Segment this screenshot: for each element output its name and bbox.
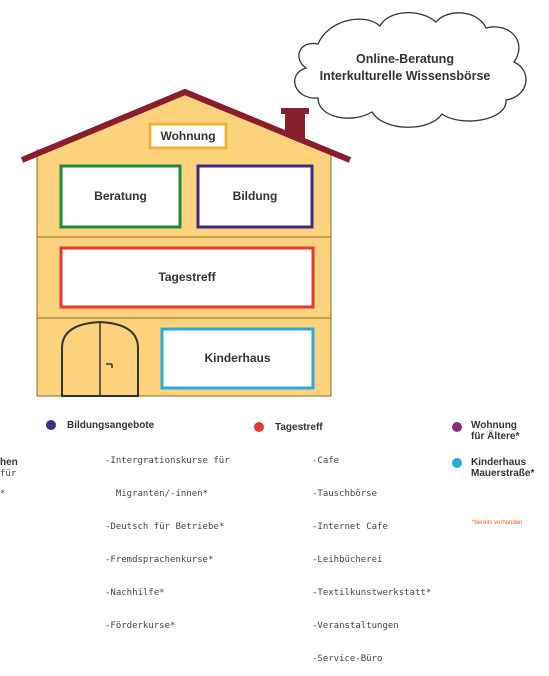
legend-left-cut-head: hen [0,457,18,468]
kinderhaus-label: Kinderhaus [204,351,271,365]
cloud-line-2: Interkulturelle Wissensbörse [319,69,491,83]
list-item: -Veranstaltungen [312,621,399,631]
cloud-shape [294,11,527,128]
cloud-line-1: Online-Beratung [356,52,454,66]
cloud-text: Online-Beratung Interkulturelle Wissensb… [300,51,510,85]
list-item: -Intergrationskurse für [105,456,230,466]
house-diagram [20,11,527,397]
tagestreff-title: Tagestreff [275,422,323,433]
wohnung-legend-line-2: für Ältere* [471,431,520,442]
kinderhaus-legend-line-1: Kinderhaus [471,457,527,468]
list-item: -Nachhilfe* [105,588,165,598]
tagestreff-box [59,246,315,309]
wohnung-box [148,122,228,150]
wohnung-legend-text: Wohnung für Ältere* [471,420,519,442]
list-item: -Cafe [312,456,340,466]
tagestreff-label: Tagestreff [158,270,216,284]
bildungsangebote-title: Bildungsangebote [67,420,155,431]
beratung-label: Beratung [94,189,147,203]
footnote: *bereits vorhanden [472,520,523,526]
list-item: -Förderkurse* [105,621,176,631]
wohnung-legend-line-1: Wohnung [471,420,517,431]
list-item: -Fremdsprachenkurse* [105,555,214,565]
list-item: -Tauschbörse [312,489,378,499]
legend-left-cut-star: * [0,489,6,499]
wohnung-legend-dot [452,422,462,432]
kinderhaus-legend-text: Kinderhaus Mauerstraße* [471,457,534,479]
legend-left-cut-item: für [0,469,17,479]
kinderhaus-legend-dot [452,458,462,468]
kinderhaus-legend-line-2: Mauerstraße* [471,468,535,479]
list-item: -Deutsch für Betriebe* [105,522,225,532]
list-item: Migranten/-innen* [105,489,208,499]
roof [20,88,352,163]
chimney-cap [281,108,309,114]
list-item: -Service-Büro [312,654,383,664]
wohnung-label: Wohnung [160,129,216,143]
list-item: -Leihbücherei [312,555,383,565]
bildung-legend-dot [46,420,56,430]
bildungsangebote-list: -Intergrationskurse für Migranten/-innen… [105,434,230,643]
bildung-box [196,164,314,229]
beratung-box [59,164,182,229]
tagestreff-list: -Cafe -Tauschbörse -Internet Cafe -Leihb… [312,434,431,676]
tagestreff-legend-dot [254,422,264,432]
list-item: -Internet Cafe [312,522,388,532]
list-item: -Textilkunstwerkstatt* [312,588,432,598]
bildung-label: Bildung [232,189,278,203]
kinderhaus-box [160,327,315,390]
